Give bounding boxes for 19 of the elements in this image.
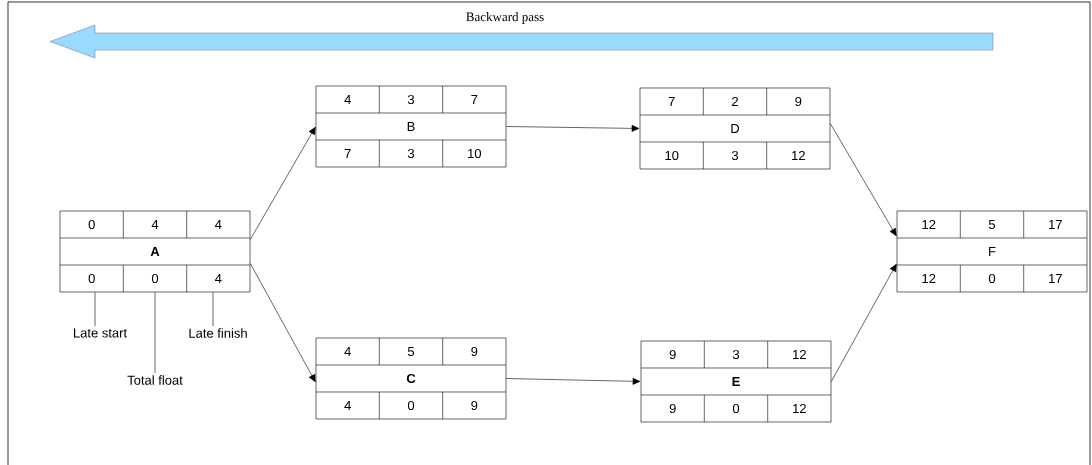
activity-box: 4 5 9 C 4 0 9 <box>315 337 507 420</box>
leader-line <box>154 292 156 374</box>
arrow <box>830 123 897 237</box>
arrow <box>506 124 640 132</box>
callout-text: Late finish <box>189 328 247 338</box>
arrow <box>250 126 316 240</box>
callout-text: Late start <box>74 328 127 338</box>
arrow <box>831 263 897 382</box>
callout-text: Total float <box>127 375 183 385</box>
activity-box: 12 5 17 F 12 0 17 <box>896 210 1088 293</box>
activity-box: 7 2 9 D 10 3 12 <box>639 87 831 170</box>
activity-box: 4 3 7 B 7 3 10 <box>315 85 507 168</box>
arrow <box>250 263 316 383</box>
arrow <box>506 377 641 385</box>
activity-box: 9 3 12 E 9 0 12 <box>640 340 832 423</box>
leader-line <box>94 292 96 327</box>
activity-box: 0 4 4 A 0 0 4 <box>59 210 251 293</box>
leader-line <box>212 292 214 327</box>
arrow-label: Backward pass <box>466 12 544 24</box>
